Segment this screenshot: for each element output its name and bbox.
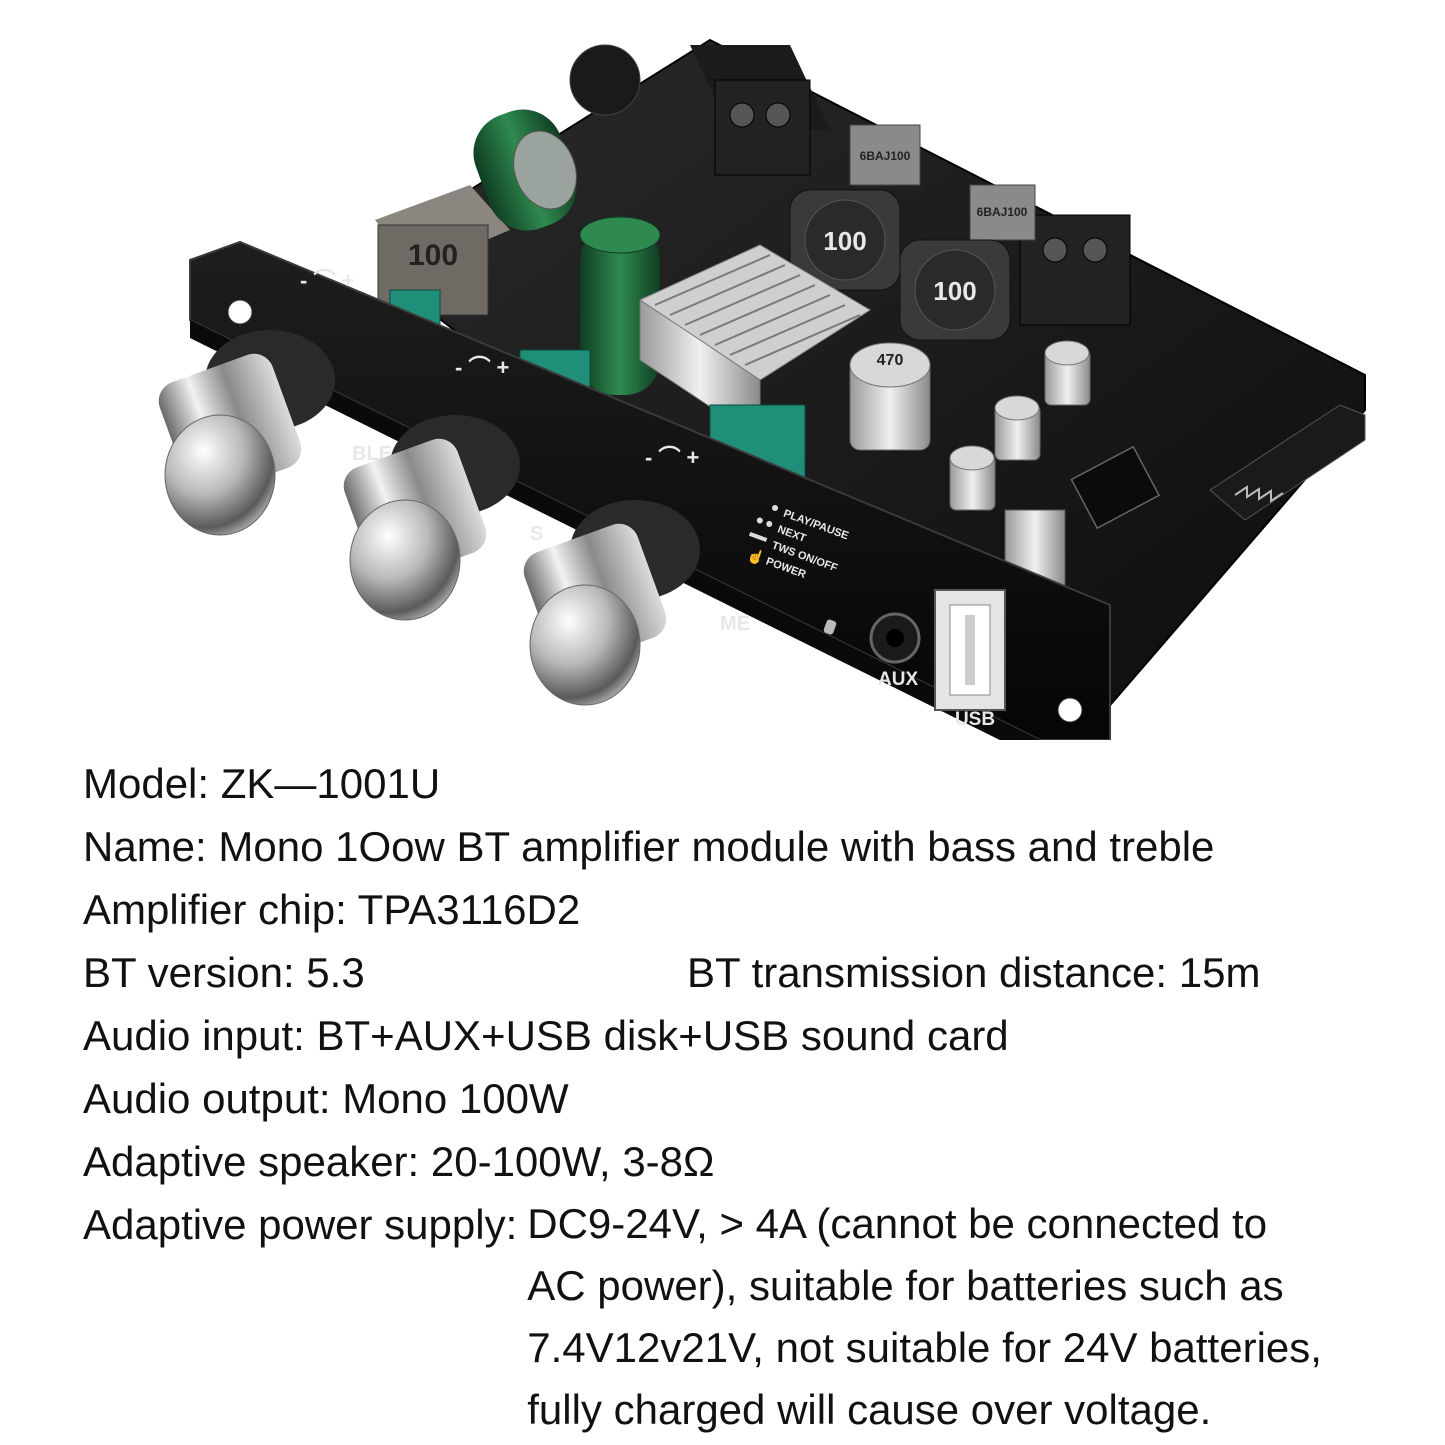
product-photo: 6BAJ100 6BAJ100 100 100 100: [150, 20, 1380, 740]
usb-port[interactable]: [934, 589, 1006, 711]
spec-speaker: Adaptive speaker: 20-100W, 3-8Ω: [83, 1138, 715, 1185]
spec-power-line-4: fully charged will cause over voltage.: [527, 1386, 1212, 1433]
spec-name: Name: Mono 1Oow BT amplifier module with…: [83, 823, 1215, 870]
spec-audio-input: Audio input: BT+AUX+USB disk+USB sound c…: [83, 1012, 1009, 1059]
spec-chip: Amplifier chip: TPA3116D2: [83, 886, 581, 933]
knob-label-volume: ME: [720, 613, 750, 635]
capacitor-silver-470: 470: [849, 342, 931, 451]
spec-list: Model: ZK—1001U Name: Mono 1Oow BT ampli…: [83, 752, 1423, 1441]
spec-power-line-1: DC9-24V, > 4A (cannot be connected to: [527, 1200, 1268, 1247]
spec-power-line-3: 7.4V12v21V, not suitable for 24V batteri…: [527, 1324, 1322, 1371]
bass-scale-mark: - ⌒ +: [455, 355, 509, 380]
inductor-round-2: 100: [899, 239, 1011, 341]
power-led: [823, 619, 837, 635]
touch-icon: ☝: [745, 545, 768, 568]
chip-b: [969, 184, 1036, 241]
spec-power-supply: Adaptive power supply: DC9-24V, > 4A (ca…: [83, 1193, 1423, 1441]
capacitor-silver-47-a: [1044, 340, 1091, 406]
terminal-block-2: [1019, 214, 1131, 326]
spec-bt-version: BT version: 5.3: [83, 949, 365, 996]
bt-chip: [1070, 445, 1161, 530]
usb-label: USB: [955, 709, 995, 730]
amplifier-board-illustration: 6BAJ100 6BAJ100 100 100 100: [153, 38, 1366, 740]
spec-power-label: Adaptive power supply:: [83, 1201, 518, 1248]
inductor-round-1: 100: [789, 189, 901, 291]
cap-main-label: 470: [877, 352, 904, 369]
bass-knob[interactable]: [338, 415, 520, 621]
mount-hole-right: [1057, 697, 1083, 723]
treble-scale-mark: - ⌒ +: [300, 268, 354, 293]
aux-label: AUX: [878, 669, 918, 690]
terminal-block-1: [690, 45, 830, 176]
spec-model: Model: ZK—1001U: [83, 760, 441, 807]
bluetooth-module: [1209, 404, 1366, 521]
mount-hole-left: [227, 299, 253, 325]
spec-bt-row: BT version: 5.3 BT transmission distance…: [83, 941, 1423, 1004]
inductor-large-label: 100: [408, 239, 458, 272]
knob-label-bass: S: [530, 523, 543, 545]
spec-power-value: DC9-24V, > 4A (cannot be connected to AC…: [517, 1193, 1407, 1441]
chip-b-label: 6BAJ100: [977, 205, 1028, 219]
aux-jack[interactable]: [869, 612, 921, 664]
spec-bt-distance: BT transmission distance: 15m: [687, 949, 1261, 996]
capacitor-silver-47-c: [949, 445, 996, 511]
capacitor-silver-47-b: [994, 395, 1041, 461]
inductor-round-2-label: 100: [933, 276, 976, 306]
inductor-round-1-label: 100: [823, 226, 866, 256]
spec-audio-output: Audio output: Mono 100W: [83, 1075, 569, 1122]
chip-a: [849, 124, 921, 186]
volume-scale-mark: - ⌒ +: [645, 445, 699, 470]
volume-knob[interactable]: [518, 500, 700, 706]
treble-knob[interactable]: [153, 330, 335, 536]
capacitor-green-1: [473, 109, 577, 231]
spec-power-line-2: AC power), suitable for batteries such a…: [527, 1262, 1284, 1309]
chip-a-label: 6BAJ100: [860, 149, 911, 163]
